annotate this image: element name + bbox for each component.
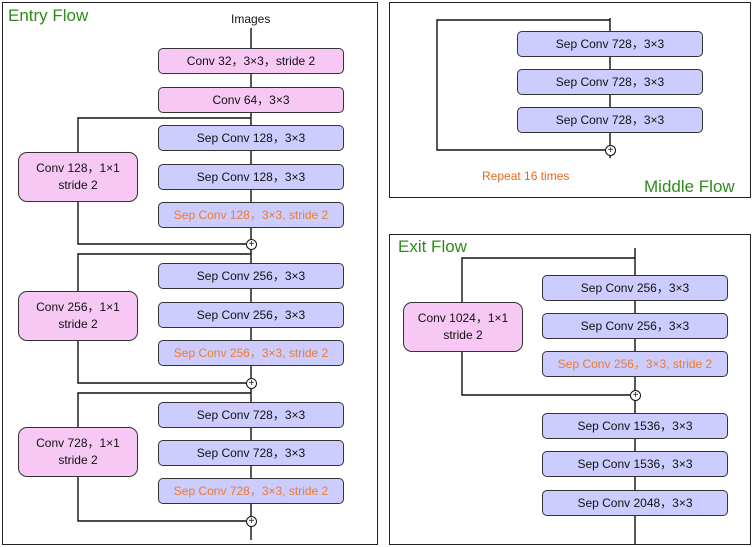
entry-block3-sepconv-2: Sep Conv 728，3×3 <box>158 440 344 466</box>
sepconv-stride-label: Sep Conv 728，3×3, stride 2 <box>173 483 329 498</box>
entry-flow-panel <box>2 2 378 545</box>
conv-64-box: Conv 64，3×3 <box>158 87 344 113</box>
exit-sepconv-2: Sep Conv 256，3×3 <box>542 313 728 339</box>
plus-circle-icon: + <box>246 378 257 389</box>
entry-block1-sepconv-3: Sep Conv 128，3×3, stride 2 <box>158 202 344 228</box>
conv-32-box: Conv 32，3×3，stride 2 <box>158 48 344 74</box>
plus-circle-icon: + <box>605 145 616 156</box>
exit-flow-title: Exit Flow <box>398 237 467 256</box>
middle-sepconv-2: Sep Conv 728，3×3 <box>517 69 703 95</box>
entry-block2-sepconv-1: Sep Conv 256，3×3 <box>158 263 344 289</box>
entry-block1-sepconv-1: Sep Conv 128，3×3 <box>158 125 344 151</box>
conv-64-label: Conv 64，3×3 <box>212 92 290 107</box>
shortcut-conv-label: Conv 128，1×1 <box>36 161 120 175</box>
exit-sepconv-2048: Sep Conv 2048，3×3 <box>542 490 728 516</box>
sepconv-stride-label: Sep Conv 128，3×3, stride 2 <box>173 207 329 222</box>
middle-sepconv-3: Sep Conv 728，3×3 <box>517 107 703 133</box>
plus-circle-icon: + <box>246 516 257 527</box>
sepconv-label: Sep Conv 728，3×3 <box>555 74 665 89</box>
sepconv-label: Sep Conv 256，3×3 <box>580 280 690 295</box>
sepconv-label: Sep Conv 128，3×3 <box>196 169 306 184</box>
entry-block3-shortcut-conv: Conv 728，1×1 stride 2 <box>18 427 138 477</box>
sepconv-label: Sep Conv 256，3×3 <box>196 268 306 283</box>
sepconv-label: Sep Conv 1536，3×3 <box>577 456 693 471</box>
shortcut-conv-label: Conv 256，1×1 <box>36 300 120 314</box>
middle-flow-panel <box>389 2 751 198</box>
shortcut-stride-label: stride 2 <box>58 453 98 467</box>
sepconv-label: Sep Conv 728，3×3 <box>555 112 665 127</box>
sepconv-stride-label: Sep Conv 256，3×3, stride 2 <box>557 356 713 371</box>
exit-flow-panel <box>389 234 751 545</box>
images-input-label: Images <box>231 12 271 26</box>
sepconv-stride-label: Sep Conv 256，3×3, stride 2 <box>173 345 329 360</box>
exit-sepconv-3: Sep Conv 256，3×3, stride 2 <box>542 351 728 377</box>
sepconv-label: Sep Conv 256，3×3 <box>196 307 306 322</box>
exit-shortcut-conv: Conv 1024，1×1 stride 2 <box>403 302 523 352</box>
shortcut-conv-label: Conv 1024，1×1 <box>417 311 509 325</box>
entry-block2-sepconv-2: Sep Conv 256，3×3 <box>158 302 344 328</box>
shortcut-stride-label: stride 2 <box>58 317 98 331</box>
exit-sepconv-1536-a: Sep Conv 1536，3×3 <box>542 413 728 439</box>
entry-block2-shortcut-conv: Conv 256，1×1 stride 2 <box>18 291 138 341</box>
shortcut-conv-label: Conv 728，1×1 <box>36 436 120 450</box>
entry-flow-title: Entry Flow <box>8 6 89 25</box>
sepconv-label: Sep Conv 728，3×3 <box>555 36 665 51</box>
middle-sepconv-1: Sep Conv 728，3×3 <box>517 31 703 57</box>
sepconv-label: Sep Conv 2048，3×3 <box>577 495 693 510</box>
sepconv-label: Sep Conv 1536，3×3 <box>577 418 693 433</box>
entry-block2-sepconv-3: Sep Conv 256，3×3, stride 2 <box>158 340 344 366</box>
sepconv-label: Sep Conv 128，3×3 <box>196 130 306 145</box>
sepconv-label: Sep Conv 728，3×3 <box>196 445 306 460</box>
conv-32-label: Conv 32，3×3，stride 2 <box>186 53 316 68</box>
entry-block1-sepconv-2: Sep Conv 128，3×3 <box>158 164 344 190</box>
entry-block3-sepconv-1: Sep Conv 728，3×3 <box>158 402 344 428</box>
shortcut-stride-label: stride 2 <box>443 328 483 342</box>
sepconv-label: Sep Conv 728，3×3 <box>196 407 306 422</box>
entry-block1-shortcut-conv: Conv 128，1×1 stride 2 <box>18 152 138 202</box>
entry-block3-sepconv-3: Sep Conv 728，3×3, stride 2 <box>158 478 344 504</box>
exit-sepconv-1: Sep Conv 256，3×3 <box>542 275 728 301</box>
plus-circle-icon: + <box>630 390 641 401</box>
plus-circle-icon: + <box>246 239 257 250</box>
middle-flow-title: Middle Flow <box>644 177 735 196</box>
sepconv-label: Sep Conv 256，3×3 <box>580 318 690 333</box>
repeat-count-label: Repeat 16 times <box>482 169 570 183</box>
shortcut-stride-label: stride 2 <box>58 178 98 192</box>
exit-sepconv-1536-b: Sep Conv 1536，3×3 <box>542 451 728 477</box>
